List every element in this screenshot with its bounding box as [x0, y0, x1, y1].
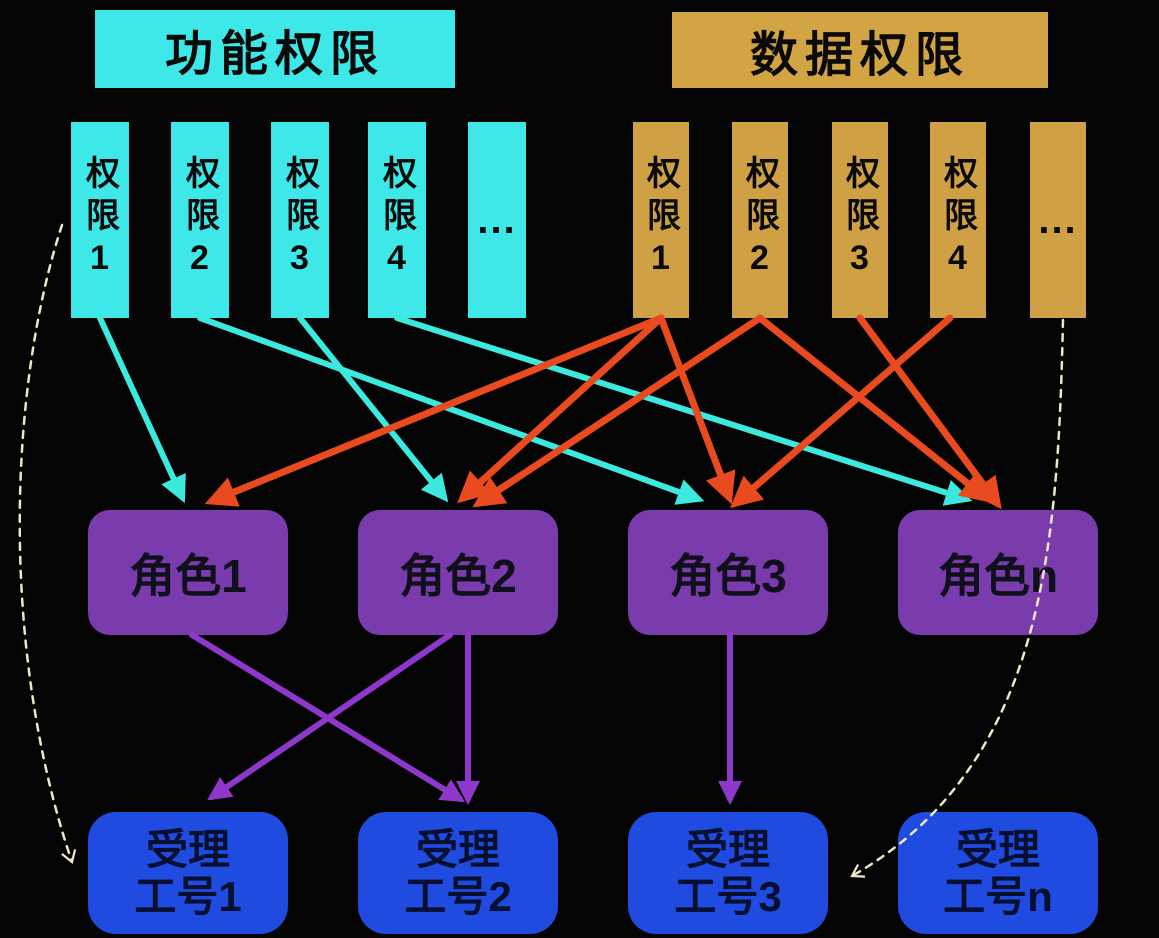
edge-dp1-r3 — [657, 314, 736, 505]
data-permission-bar-1: 权限1 — [633, 122, 689, 318]
edge-fpmore-o1 — [18, 223, 77, 864]
edge-r1-o2 — [189, 632, 466, 803]
function-permission-bar-1: 权限1 — [71, 122, 129, 318]
edge-dp2-r2 — [472, 314, 764, 508]
edge-dp1-r2 — [457, 314, 665, 504]
role-node-3: 角色3 — [628, 510, 828, 635]
operator-node-2: 受理 工号2 — [358, 812, 558, 934]
edge-fp1-r1 — [97, 315, 186, 504]
edge-fp3-r2 — [297, 315, 449, 503]
edge-r2-o1 — [207, 632, 453, 801]
data-permission-header: 数据权限 — [672, 12, 1048, 88]
edge-fp2-r3 — [197, 315, 705, 505]
function-permission-bar-2: 权限2 — [171, 122, 229, 318]
edge-dp2-rn — [756, 314, 993, 503]
edge-fp4-rn — [394, 315, 973, 506]
role-node-2: 角色2 — [358, 510, 558, 635]
data-permission-bar-2: 权限2 — [732, 122, 788, 318]
data-permission-bar-5: ... — [1030, 122, 1086, 318]
data-permission-bar-4: 权限4 — [930, 122, 986, 318]
role-node-1: 角色1 — [88, 510, 288, 635]
function-permission-bar-4: 权限4 — [368, 122, 426, 318]
data-permission-bar-3: 权限3 — [832, 122, 888, 318]
operator-node-3: 受理 工号3 — [628, 812, 828, 934]
function-permission-bar-3: 权限3 — [271, 122, 329, 318]
edge-dp1-r1 — [204, 314, 665, 507]
function-permission-header: 功能权限 — [95, 10, 455, 88]
operator-node-1: 受理 工号1 — [88, 812, 288, 934]
operator-node-4: 受理 工号n — [898, 812, 1098, 934]
role-node-4: 角色n — [898, 510, 1098, 635]
edge-dp3-rn — [856, 314, 1002, 510]
function-permission-bar-5: ... — [468, 122, 526, 318]
edge-dp4-r3 — [730, 314, 954, 509]
